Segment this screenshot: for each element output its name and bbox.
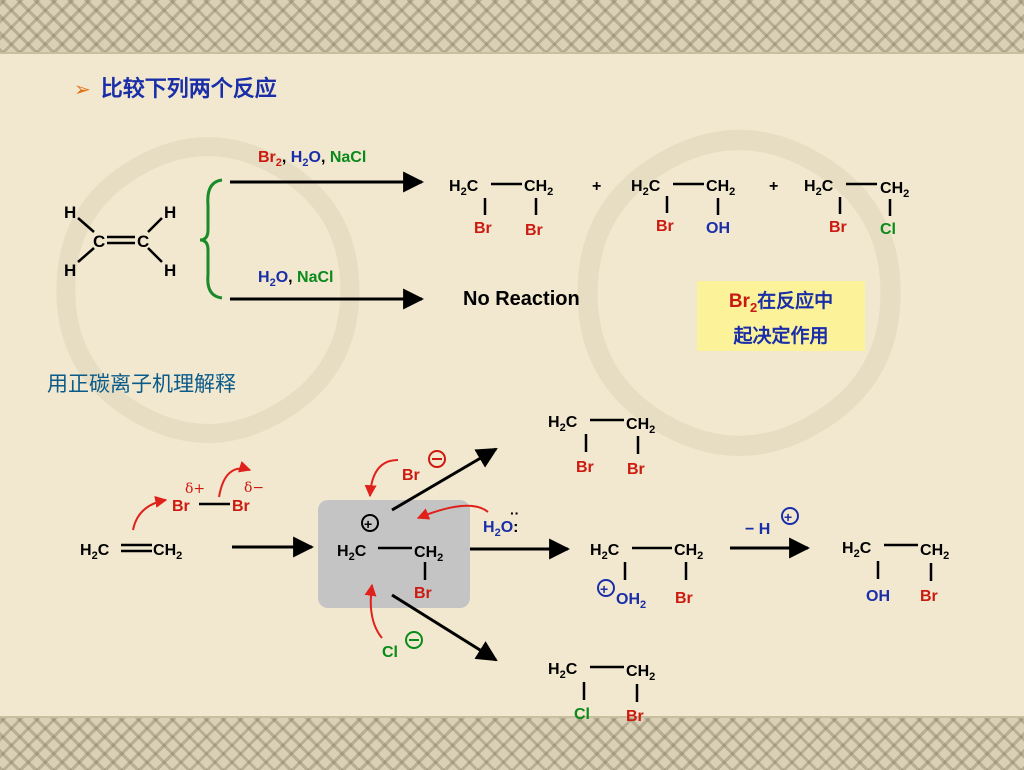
svg-text:H: H xyxy=(164,261,176,280)
svg-text:OH: OH xyxy=(706,220,730,237)
svg-text:δ−: δ− xyxy=(244,480,264,496)
product-bromochloride: H2C CH2 Br Cl xyxy=(804,178,909,238)
final-bromohydrin: H2C CH2 OH Br xyxy=(842,540,949,605)
svg-text:Br: Br xyxy=(232,498,250,515)
product-dibromide: H2C CH2 Br Br xyxy=(449,178,553,239)
carbocation-box xyxy=(318,500,470,608)
oxonium-intermediate: H2C CH2 + OH2 Br xyxy=(590,542,703,611)
svg-text:C: C xyxy=(137,232,149,251)
water-nucleophile: H2O: ·· xyxy=(483,505,519,539)
svg-text:H2C: H2C xyxy=(631,178,661,198)
arrow-to-chloride xyxy=(391,593,498,662)
curved-arrow xyxy=(364,459,399,498)
plus-sign: + xyxy=(592,178,601,195)
svg-text:OH2: OH2 xyxy=(616,591,646,611)
svg-text:H2C: H2C xyxy=(804,178,834,198)
green-brace xyxy=(199,178,223,300)
svg-text:CH2: CH2 xyxy=(920,542,949,562)
curved-arrow xyxy=(364,583,383,639)
ethylene-condensed: H2C CH2 xyxy=(80,542,182,562)
chloride-ion: Cl xyxy=(382,631,423,661)
mech-product-dibromide: H2C CH2 Br Br xyxy=(548,414,655,478)
svg-text:CH2: CH2 xyxy=(414,544,443,564)
svg-text:H2C: H2C xyxy=(842,540,872,560)
svg-text:Br: Br xyxy=(525,222,543,239)
svg-text:H2C: H2C xyxy=(337,543,367,563)
bromide-ion: Br xyxy=(402,450,446,484)
br2-callout-box: Br2在反应中 起决定作用 xyxy=(697,281,865,351)
curved-arrow xyxy=(218,460,252,498)
svg-text:Br: Br xyxy=(829,219,847,236)
no-reaction-label: No Reaction xyxy=(463,288,580,310)
reaction1-reagents: Br2, H2O, NaCl xyxy=(258,149,366,169)
svg-text:H2O:: H2O: xyxy=(483,519,518,539)
svg-text:Cl: Cl xyxy=(574,706,590,723)
svg-text:CH2: CH2 xyxy=(626,416,655,436)
svg-text:Br: Br xyxy=(414,585,432,602)
svg-text:H: H xyxy=(64,261,76,280)
mechanism-heading: 用正碳离子机理解释 xyxy=(47,372,236,396)
curved-arrow xyxy=(416,504,489,520)
svg-text:Br: Br xyxy=(920,588,938,605)
svg-text:OH: OH xyxy=(866,588,890,605)
svg-text:Br: Br xyxy=(474,220,492,237)
svg-text:H2C: H2C xyxy=(590,542,620,562)
svg-text:CH2: CH2 xyxy=(626,663,655,683)
svg-text:Br: Br xyxy=(402,467,420,484)
svg-text:H2C: H2C xyxy=(449,178,479,198)
carbocation-intermediate: + H2C CH2 Br xyxy=(337,514,443,602)
svg-text:Br: Br xyxy=(675,590,693,607)
svg-text:Br: Br xyxy=(627,461,645,478)
proton-loss-label: − H xyxy=(745,521,770,538)
svg-text:CH2: CH2 xyxy=(153,542,182,562)
bottom-border xyxy=(0,716,1024,770)
svg-text:H2C: H2C xyxy=(548,661,578,681)
svg-text:H: H xyxy=(64,203,76,222)
curved-arrow xyxy=(132,495,168,531)
svg-text:Br: Br xyxy=(576,459,594,476)
svg-text:+: + xyxy=(784,509,792,525)
svg-text:CH2: CH2 xyxy=(880,180,909,200)
svg-text:Cl: Cl xyxy=(880,221,896,238)
svg-text:+: + xyxy=(600,581,608,597)
product-bromohydrin: H2C CH2 Br OH xyxy=(631,178,735,237)
svg-text:CH2: CH2 xyxy=(674,542,703,562)
svg-text:CH2: CH2 xyxy=(706,178,735,198)
top-border xyxy=(0,0,1024,54)
slide-heading: ➢比较下列两个反应 xyxy=(74,77,277,102)
svg-text:Cl: Cl xyxy=(382,644,398,661)
background-watermark: ◯ xyxy=(560,80,919,452)
bromine-molecule: Br Br δ+ δ− xyxy=(172,480,264,515)
svg-text:+: + xyxy=(364,516,372,532)
svg-text:CH2: CH2 xyxy=(524,178,553,198)
svg-text:δ+: δ+ xyxy=(185,481,205,497)
svg-text:H: H xyxy=(164,203,176,222)
svg-text:H2C: H2C xyxy=(548,414,578,434)
svg-text:H2C: H2C xyxy=(80,542,110,562)
svg-text:Br: Br xyxy=(172,498,190,515)
svg-text:Br: Br xyxy=(656,218,674,235)
callout-br2: Br2 xyxy=(728,291,758,315)
svg-text:Br: Br xyxy=(626,708,644,725)
plus-sign: + xyxy=(769,178,778,195)
ethylene-structure: H H H H C C xyxy=(64,203,176,280)
reaction2-reagents: H2O, NaCl xyxy=(258,269,333,289)
mech-product-chlorobromide: H2C CH2 Cl Br xyxy=(548,661,655,725)
bullet-arrow-icon: ➢ xyxy=(74,77,91,101)
svg-text:C: C xyxy=(93,232,105,251)
svg-text:··: ·· xyxy=(510,505,519,521)
arrow-to-dibromide xyxy=(391,447,498,512)
